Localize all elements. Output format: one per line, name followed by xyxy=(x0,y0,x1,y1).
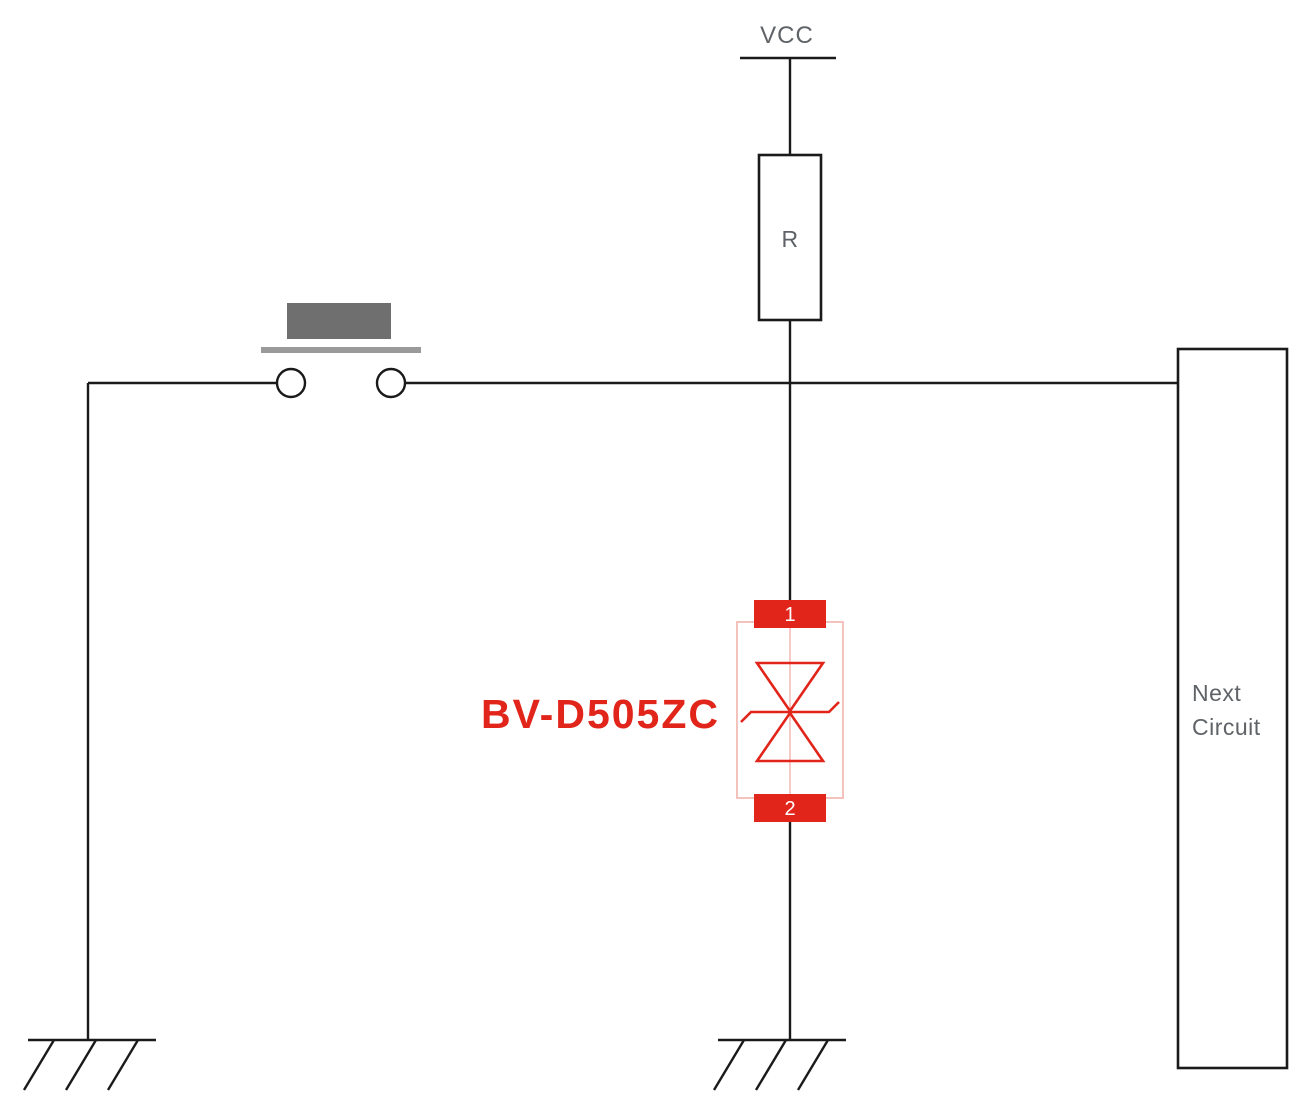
ground-center-hatch-3 xyxy=(796,1039,830,1091)
push-button-switch xyxy=(261,303,421,399)
next-circuit-box xyxy=(1176,347,1289,1070)
ground-left-hatch-2 xyxy=(64,1039,98,1091)
tvs-pin1-label: 1 xyxy=(784,604,795,626)
vcc-label: VCC xyxy=(760,22,814,49)
tvs-diode: 1 2 xyxy=(736,600,844,822)
next-circuit-label-line1: Next xyxy=(1192,680,1241,706)
resistor-label: R xyxy=(781,226,798,252)
ground-symbol-left xyxy=(22,1038,156,1091)
ground-left-hatch-3 xyxy=(106,1039,140,1091)
ground-center-hatch-1 xyxy=(712,1039,746,1091)
tvs-zener-bar xyxy=(740,701,840,723)
resistor: R xyxy=(757,153,823,322)
next-circuit-label-line2: Circuit xyxy=(1192,714,1261,740)
switch-cap xyxy=(287,303,391,339)
tvs-part-number-label: BV-D505ZC xyxy=(481,691,720,737)
switch-actuator-bar xyxy=(261,347,421,353)
tvs-pad-2 xyxy=(754,794,826,822)
ground-center-hatch-2 xyxy=(754,1039,788,1091)
resistor-body xyxy=(757,153,823,322)
tvs-pad-1 xyxy=(754,600,826,628)
tvs-pin2-label: 2 xyxy=(784,798,795,820)
tvs-triangle-top xyxy=(754,661,826,714)
switch-contact-right xyxy=(375,367,407,399)
vcc-supply: VCC xyxy=(740,22,836,155)
ground-left-hatch-1 xyxy=(22,1039,56,1091)
switch-contact-left xyxy=(275,367,307,399)
ground-symbol-center xyxy=(712,1038,846,1091)
tvs-triangle-bottom xyxy=(754,710,826,763)
next-circuit-block: Next Circuit xyxy=(1176,347,1289,1070)
